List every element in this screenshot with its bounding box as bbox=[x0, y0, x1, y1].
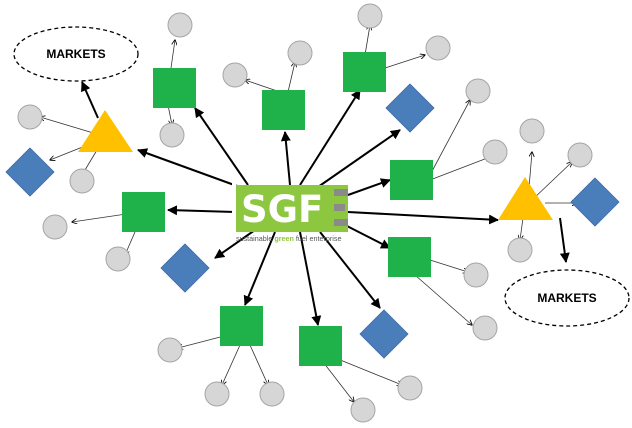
square-node bbox=[388, 237, 431, 277]
square-node bbox=[262, 90, 305, 130]
triangle-nodes bbox=[78, 110, 553, 220]
square-node bbox=[153, 68, 196, 108]
diamond-nodes bbox=[5, 83, 620, 359]
triangle-node-right bbox=[498, 177, 553, 220]
circle-node bbox=[350, 397, 376, 423]
square-node bbox=[299, 326, 342, 366]
circle-node bbox=[567, 142, 593, 168]
circle-node bbox=[397, 375, 423, 401]
logo-main-text: SGF bbox=[241, 188, 323, 231]
diamond-node bbox=[570, 177, 620, 227]
logo-tagline: sustainable green fuel enterprise bbox=[236, 234, 341, 243]
sgf-logo: SGF sustainable green fuel enterprise bbox=[232, 183, 348, 243]
circle-node bbox=[105, 246, 131, 272]
markets-right: MARKETS bbox=[504, 269, 630, 327]
square-nodes bbox=[122, 52, 433, 366]
diamond-node bbox=[359, 309, 409, 359]
square-node bbox=[122, 192, 165, 232]
diamond-node bbox=[160, 243, 210, 293]
circle-node bbox=[463, 262, 489, 288]
square-node bbox=[390, 160, 433, 200]
circle-node bbox=[157, 337, 183, 363]
circle-node bbox=[482, 139, 508, 165]
circle-node bbox=[507, 237, 533, 263]
circle-node bbox=[42, 214, 68, 240]
markets-group: MARKETS MARKETS bbox=[13, 26, 630, 327]
circle-node bbox=[17, 104, 43, 130]
markets-right-label: MARKETS bbox=[537, 291, 596, 305]
circle-node bbox=[259, 381, 285, 407]
markets-left-label: MARKETS bbox=[46, 47, 105, 61]
circle-node bbox=[357, 3, 383, 29]
square-node bbox=[220, 306, 263, 346]
hub-connectors bbox=[81, 81, 570, 326]
diamond-node bbox=[385, 83, 435, 133]
circle-node bbox=[287, 40, 313, 66]
circle-node bbox=[159, 122, 185, 148]
triangle-node-left bbox=[78, 110, 133, 152]
diamond-node bbox=[5, 147, 55, 197]
logo-background bbox=[236, 185, 348, 232]
circle-node bbox=[69, 168, 95, 194]
circle-node bbox=[204, 381, 230, 407]
logo-e-mark bbox=[334, 189, 348, 226]
square-node bbox=[343, 52, 386, 92]
markets-left: MARKETS bbox=[13, 26, 139, 82]
circle-node bbox=[167, 12, 193, 38]
circle-node bbox=[465, 78, 491, 104]
circle-node bbox=[425, 35, 451, 61]
circle-node bbox=[472, 315, 498, 341]
circle-node bbox=[519, 118, 545, 144]
circle-node bbox=[222, 62, 248, 88]
circle-nodes bbox=[17, 3, 593, 423]
